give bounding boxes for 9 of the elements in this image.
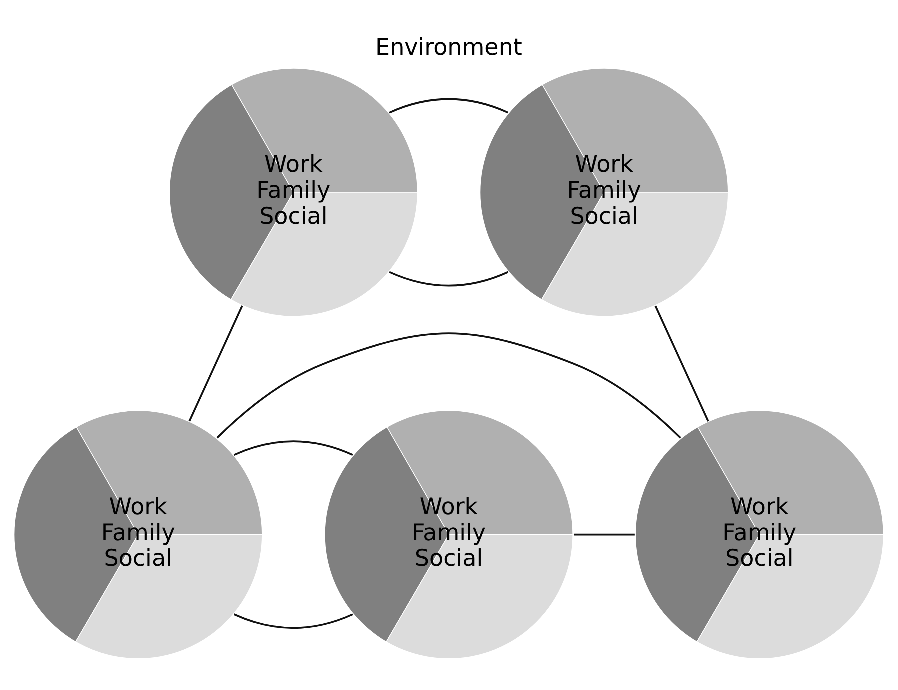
connector xyxy=(574,534,635,536)
diagram-title: Environment xyxy=(376,34,522,61)
connector xyxy=(389,271,509,287)
connector xyxy=(654,306,710,422)
connector xyxy=(234,440,354,456)
connector xyxy=(389,98,509,114)
connector xyxy=(188,306,244,422)
connector xyxy=(234,614,354,630)
connector xyxy=(216,332,682,439)
